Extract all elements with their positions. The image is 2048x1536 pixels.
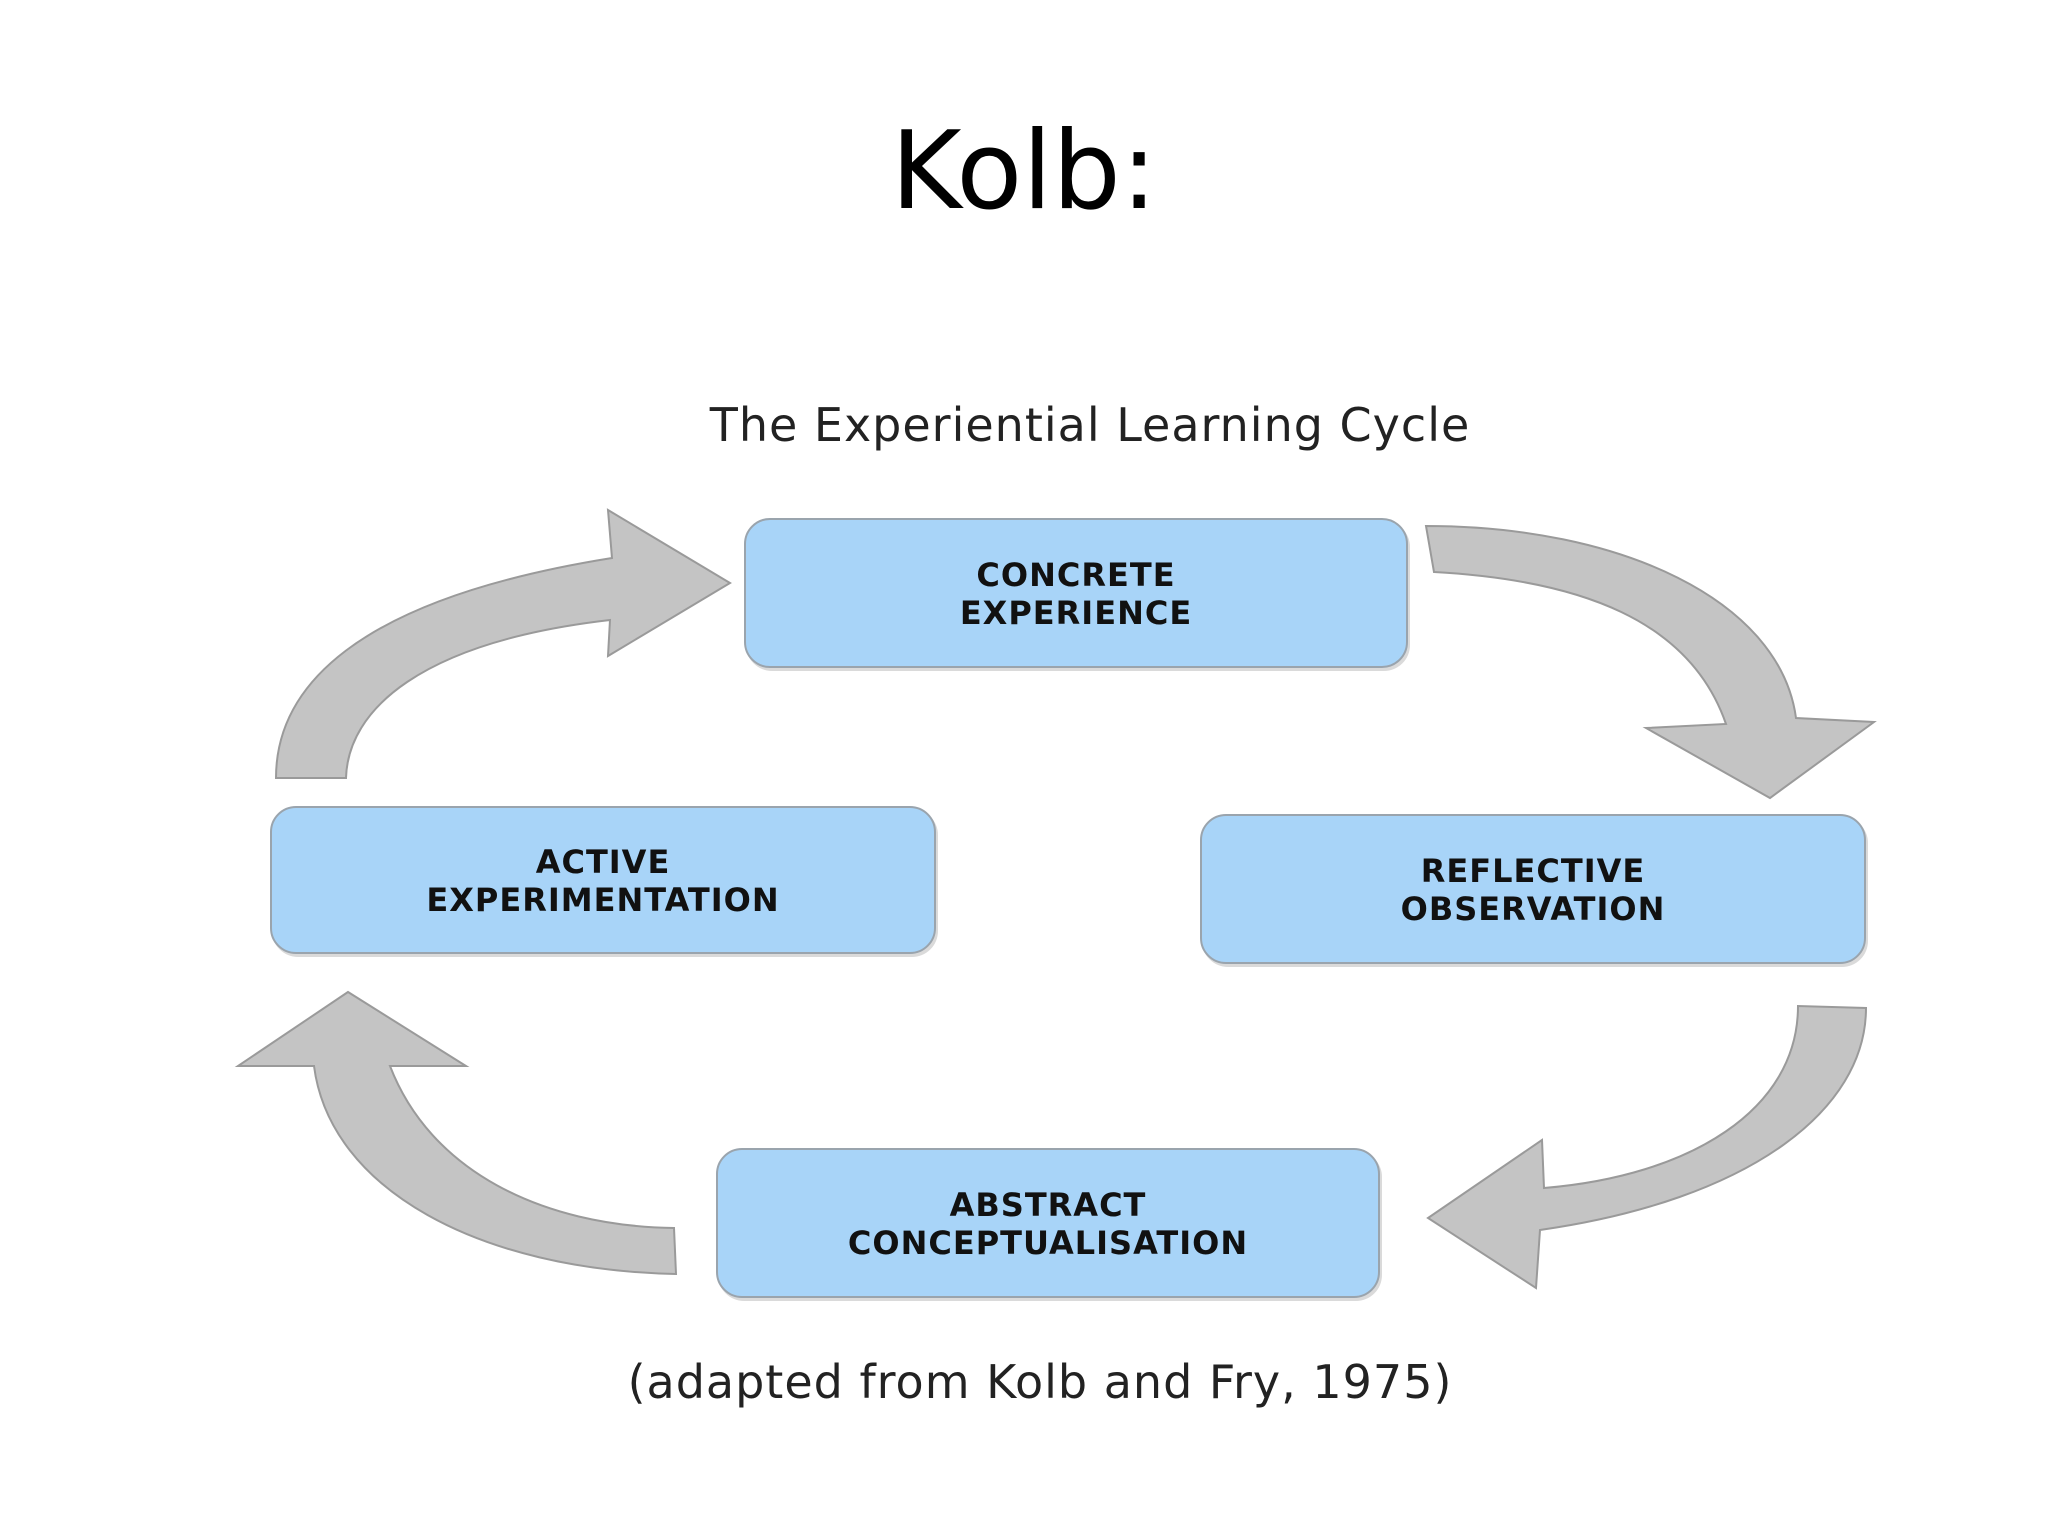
arrow-to-abstract-conceptualisation	[1426, 1004, 1868, 1290]
stage-label-line: CONCRETE	[976, 556, 1176, 594]
stage-label-line: CONCEPTUALISATION	[847, 1224, 1249, 1262]
stage-active-experimentation: ACTIVE EXPERIMENTATION	[270, 806, 936, 954]
diagram-citation: (adapted from Kolb and Fry, 1975)	[627, 1355, 1453, 1409]
stage-label-line: ABSTRACT	[949, 1186, 1147, 1224]
arrow-to-concrete-experience	[274, 508, 732, 779]
stage-reflective-observation: REFLECTIVE OBSERVATION	[1200, 814, 1866, 964]
stage-label-line: EXPERIMENTATION	[426, 881, 780, 919]
arrow-to-active-experimentation	[234, 990, 678, 1276]
stage-abstract-conceptualisation: ABSTRACT CONCEPTUALISATION	[716, 1148, 1380, 1298]
stage-label-line: EXPERIENCE	[959, 594, 1193, 632]
stage-label-line: REFLECTIVE	[1420, 852, 1646, 890]
stage-label-line: OBSERVATION	[1400, 890, 1666, 928]
arrow-to-reflective-observation	[1424, 524, 1877, 800]
slide-title: Kolb:	[890, 109, 1158, 234]
stage-label-line: ACTIVE	[535, 843, 671, 881]
diagram-title: The Experiential Learning Cycle	[709, 398, 1471, 452]
stage-concrete-experience: CONCRETE EXPERIENCE	[744, 518, 1408, 668]
